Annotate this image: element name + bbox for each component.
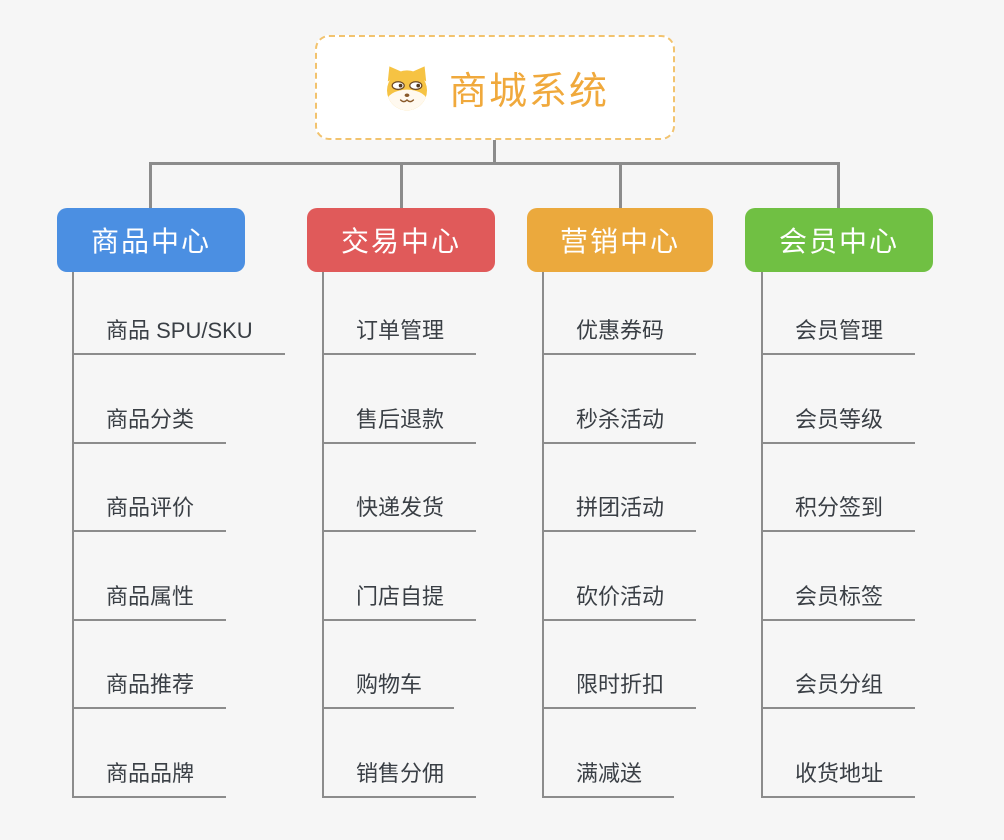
branch-label: 营销中心 bbox=[559, 226, 680, 257]
leaf-node[interactable]: 售后退款 bbox=[324, 355, 477, 444]
root-stem-connector bbox=[493, 140, 496, 164]
sublist-product-center: 商品 SPU/SKU 商品分类 商品评价 商品属性 商品推荐 商品品牌 bbox=[72, 272, 285, 798]
leaf-node[interactable]: 商品 SPU/SKU bbox=[74, 272, 285, 355]
branch-drop-connector bbox=[400, 162, 403, 209]
leaf-node[interactable]: 商品评价 bbox=[74, 444, 227, 532]
leaf-node[interactable]: 会员等级 bbox=[763, 355, 916, 444]
leaf-node[interactable]: 快递发货 bbox=[324, 444, 477, 532]
branch-label: 交易中心 bbox=[340, 226, 461, 257]
root-title: 商城系统 bbox=[448, 71, 609, 113]
dog-face-icon bbox=[386, 65, 427, 110]
leaf-node[interactable]: 收货地址 bbox=[763, 709, 916, 798]
branch-drop-connector bbox=[149, 162, 152, 209]
leaf-node[interactable]: 积分签到 bbox=[763, 444, 916, 532]
branch-node-marketing-center[interactable]: 营销中心 bbox=[527, 208, 713, 272]
leaf-node[interactable]: 商品属性 bbox=[74, 532, 227, 621]
branch-drop-connector bbox=[619, 162, 622, 209]
sublist-marketing-center: 优惠券码 秒杀活动 拼团活动 砍价活动 限时折扣 满减送 bbox=[542, 272, 697, 798]
leaf-node[interactable]: 秒杀活动 bbox=[544, 355, 697, 444]
leaf-node[interactable]: 销售分佣 bbox=[324, 709, 477, 798]
branch-node-trade-center[interactable]: 交易中心 bbox=[307, 208, 495, 272]
sublist-member-center: 会员管理 会员等级 积分签到 会员标签 会员分组 收货地址 bbox=[761, 272, 916, 798]
branch-drop-connector bbox=[837, 162, 840, 209]
branch-node-product-center[interactable]: 商品中心 bbox=[57, 208, 245, 272]
branch-label: 会员中心 bbox=[778, 226, 899, 257]
leaf-node[interactable]: 拼团活动 bbox=[544, 444, 697, 532]
horizontal-rail-connector bbox=[150, 162, 840, 165]
leaf-node[interactable]: 砍价活动 bbox=[544, 532, 697, 621]
leaf-node[interactable]: 门店自提 bbox=[324, 532, 477, 621]
leaf-node[interactable]: 订单管理 bbox=[324, 272, 477, 355]
leaf-node[interactable]: 限时折扣 bbox=[544, 621, 697, 709]
sublist-trade-center: 订单管理 售后退款 快递发货 门店自提 购物车 销售分佣 bbox=[322, 272, 477, 798]
branch-node-member-center[interactable]: 会员中心 bbox=[745, 208, 933, 272]
leaf-node[interactable]: 会员标签 bbox=[763, 532, 916, 621]
branch-label: 商品中心 bbox=[90, 226, 211, 257]
leaf-node[interactable]: 商品品牌 bbox=[74, 709, 227, 798]
leaf-node[interactable]: 会员分组 bbox=[763, 621, 916, 709]
leaf-node[interactable]: 会员管理 bbox=[763, 272, 916, 355]
leaf-node[interactable]: 满减送 bbox=[544, 709, 675, 798]
root-node[interactable]: 商城系统 bbox=[315, 35, 675, 140]
leaf-node[interactable]: 商品分类 bbox=[74, 355, 227, 444]
leaf-node[interactable]: 优惠券码 bbox=[544, 272, 697, 355]
leaf-node[interactable]: 商品推荐 bbox=[74, 621, 227, 709]
leaf-node[interactable]: 购物车 bbox=[324, 621, 455, 709]
